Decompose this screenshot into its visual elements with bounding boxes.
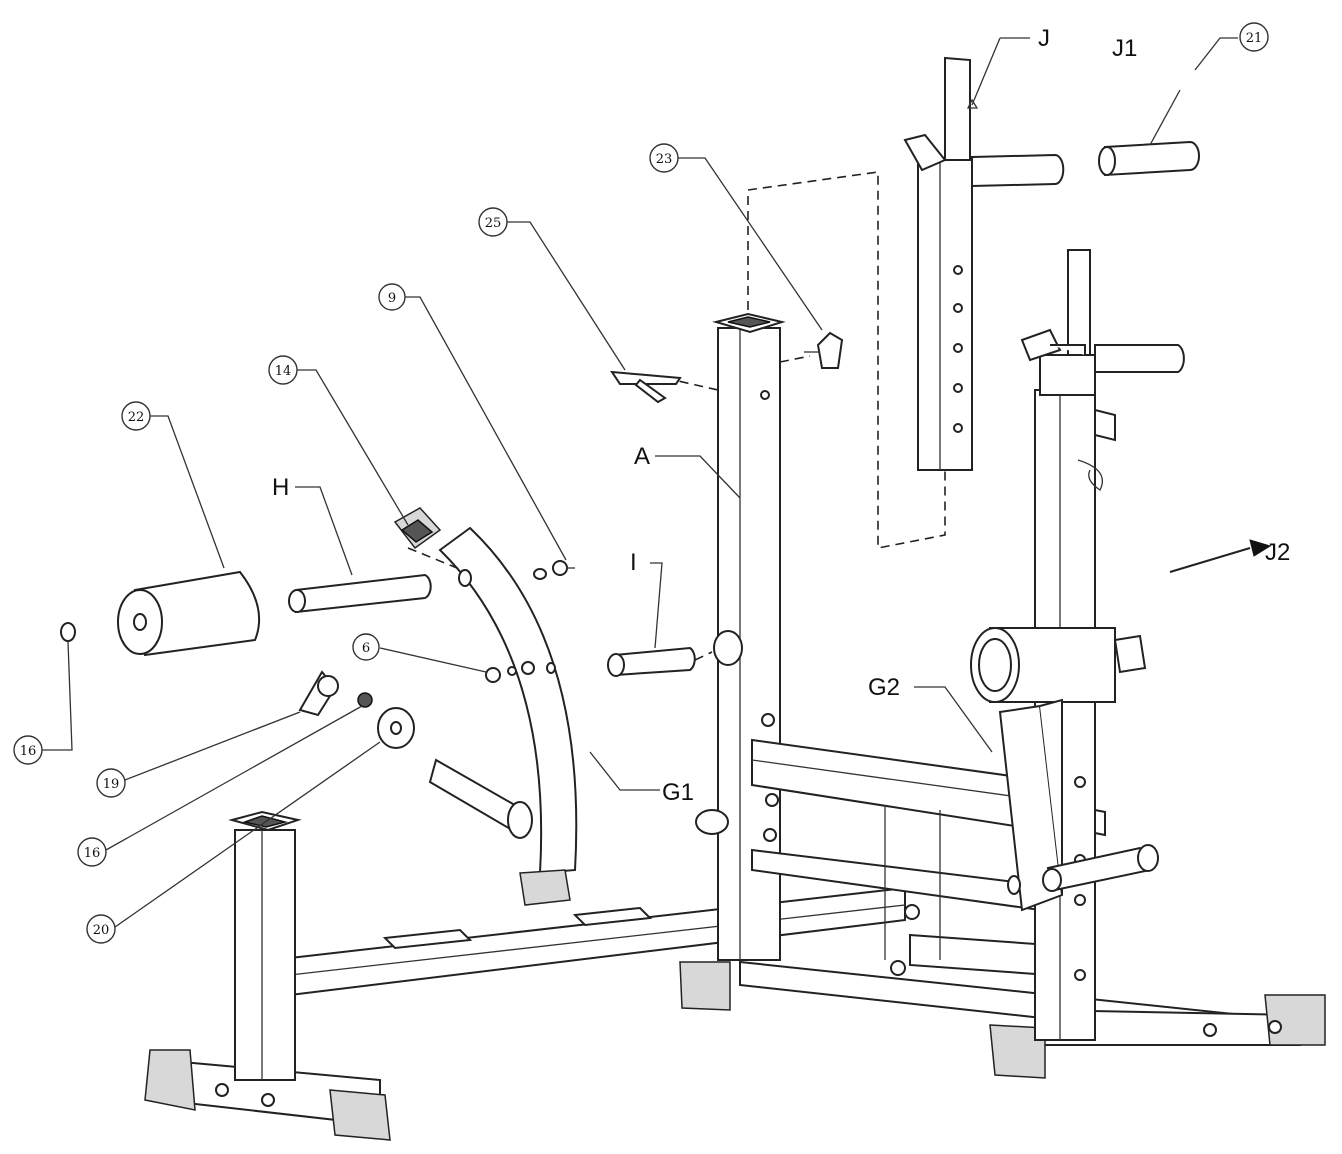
callout-21-text: 21	[1246, 31, 1263, 46]
bolt-part-6	[485, 661, 535, 683]
tube-i	[607, 646, 713, 677]
callout-19-text: 19	[103, 777, 120, 792]
label-j1: J1	[1112, 35, 1137, 62]
callout-14: 14	[268, 355, 298, 385]
callout-16-top-text: 16	[20, 744, 37, 759]
callout-9: 9	[378, 283, 406, 311]
foam-roller-22	[60, 570, 261, 657]
callout-22: 22	[121, 401, 151, 431]
callout-6: 6	[352, 633, 380, 661]
knob-part-23	[804, 331, 844, 369]
callout-25-text: 25	[485, 216, 502, 231]
alignment-guide-23	[779, 355, 811, 363]
small-parts	[298, 670, 415, 749]
callout-9-text: 9	[388, 291, 396, 306]
callout-20: 20	[86, 914, 116, 944]
tube-h	[288, 573, 432, 614]
bolt-part-9	[533, 560, 575, 580]
leg-lever-g2	[970, 627, 1159, 912]
callout-16-bottom: 16	[77, 837, 107, 867]
callout-25: 25	[478, 207, 508, 237]
upright-rack-j	[903, 56, 1200, 471]
leg-arm-g1	[393, 507, 578, 906]
alignment-guide-25	[664, 377, 719, 391]
callout-20-text: 20	[93, 923, 110, 938]
callout-22-text: 22	[128, 410, 145, 425]
label-g2: G2	[868, 674, 900, 701]
label-g1: G1	[662, 779, 694, 806]
leader-lines	[42, 37, 1272, 928]
callout-14-text: 14	[275, 364, 292, 379]
callout-23: 23	[649, 143, 679, 173]
label-i: I	[630, 549, 637, 576]
upright-a	[695, 312, 786, 961]
callout-19: 19	[96, 768, 126, 798]
callout-6-text: 6	[362, 641, 370, 656]
callout-16-top: 16	[13, 735, 43, 765]
label-a: A	[634, 443, 650, 470]
label-h: H	[272, 474, 289, 501]
alignment-guide-j	[747, 171, 946, 549]
pin-part-25	[610, 370, 682, 404]
callout-21: 21	[1239, 22, 1269, 52]
callout-16-bottom-text: 16	[84, 846, 101, 861]
front-upright-post	[228, 810, 302, 1081]
callout-23-text: 23	[656, 152, 673, 167]
label-j2: J2	[1265, 539, 1290, 566]
label-j: J	[1038, 25, 1050, 52]
